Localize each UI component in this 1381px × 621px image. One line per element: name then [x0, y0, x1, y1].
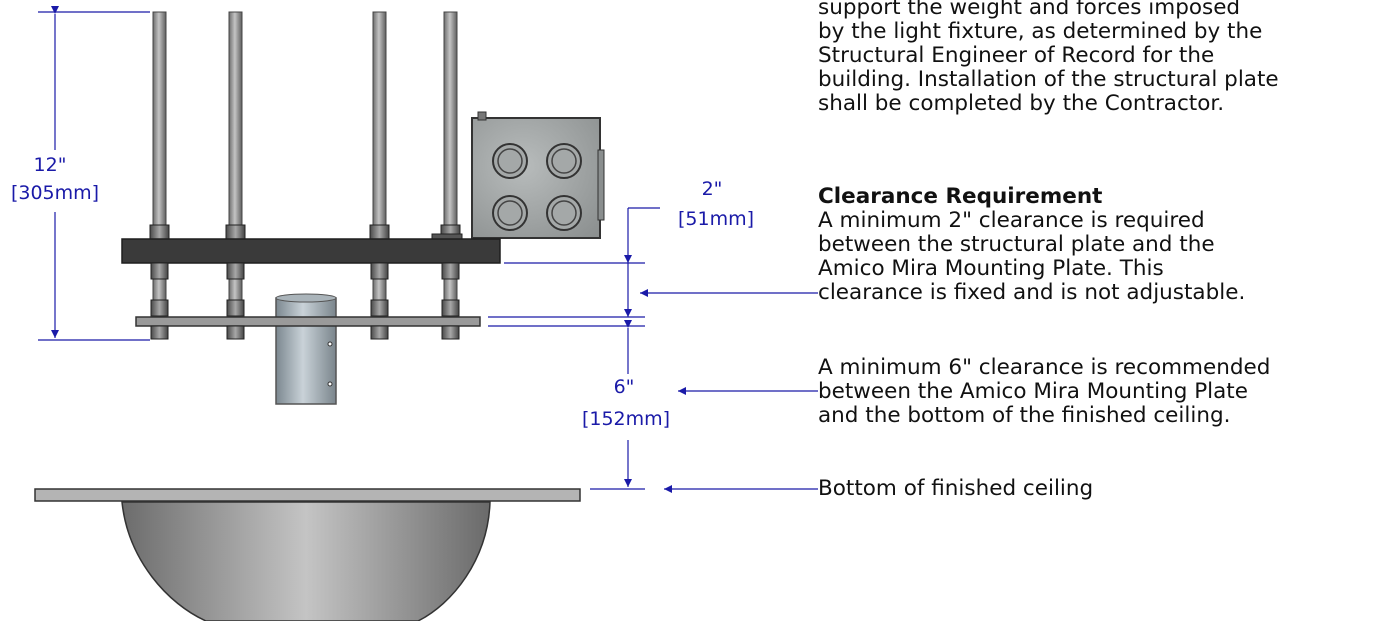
note-line: Amico Mira Mounting Plate. This — [818, 256, 1164, 281]
ceiling-note: Bottom of finished ceiling — [818, 477, 1378, 501]
knockout-icon — [492, 195, 528, 231]
clearance-heading: Clearance Requirement — [818, 184, 1103, 209]
threaded-rod — [152, 11, 167, 333]
structural-plate — [121, 238, 501, 264]
upper-nuts — [149, 224, 463, 240]
junction-box — [471, 111, 605, 239]
leader-lines — [640, 289, 818, 493]
note-line: shall be completed by the Contractor. — [818, 91, 1225, 116]
note-line: support the weight and forces imposed — [818, 0, 1241, 20]
threaded-rod — [443, 11, 458, 333]
overall-dimension-imperial: 12" — [34, 154, 67, 176]
note-line: Structural Engineer of Record for the — [818, 43, 1215, 68]
knockout-icon — [546, 143, 582, 179]
note-line: by the light fixture, as determined by t… — [818, 19, 1263, 44]
overall-dimension-metric: [305mm] — [11, 182, 99, 204]
note-line: Bottom of finished ceiling — [818, 476, 1094, 501]
threaded-rod — [372, 11, 387, 333]
plate-clearance-metric: [51mm] — [678, 208, 754, 230]
plate-clearance-dimension — [488, 207, 660, 327]
bottom-nuts — [150, 325, 460, 340]
recommended-clearance-note: A minimum 6" clearance is recommended be… — [818, 356, 1378, 428]
note-line: clearance is fixed and is not adjustable… — [818, 280, 1246, 305]
plate-clearance-imperial: 2" — [702, 178, 723, 200]
clearance-requirement-note: Clearance Requirement A minimum 2" clear… — [818, 185, 1378, 305]
ceiling-clearance-imperial: 6" — [614, 376, 635, 398]
mira-mounting-plate — [135, 316, 481, 327]
lower-nuts — [150, 262, 460, 317]
threaded-rod — [228, 11, 243, 333]
structural-note: support the weight and forces imposed by… — [818, 0, 1378, 116]
note-line: between the Amico Mira Mounting Plate — [818, 379, 1248, 404]
note-line: and the bottom of the finished ceiling. — [818, 403, 1231, 428]
note-line: A minimum 2" clearance is required — [818, 208, 1205, 233]
note-line: A minimum 6" clearance is recommended — [818, 355, 1271, 380]
note-line: between the structural plate and the — [818, 232, 1215, 257]
threaded-rods — [152, 11, 458, 333]
fixture-bowl — [121, 501, 491, 621]
finished-ceiling — [34, 488, 581, 502]
knockout-icon — [492, 143, 528, 179]
ceiling-clearance-metric: [152mm] — [582, 408, 670, 430]
knockout-icon — [546, 195, 582, 231]
note-line: building. Installation of the structural… — [818, 67, 1279, 92]
mounting-tube — [275, 293, 337, 405]
ceiling-clearance-dimension — [590, 320, 645, 490]
overall-dimension — [38, 6, 150, 341]
